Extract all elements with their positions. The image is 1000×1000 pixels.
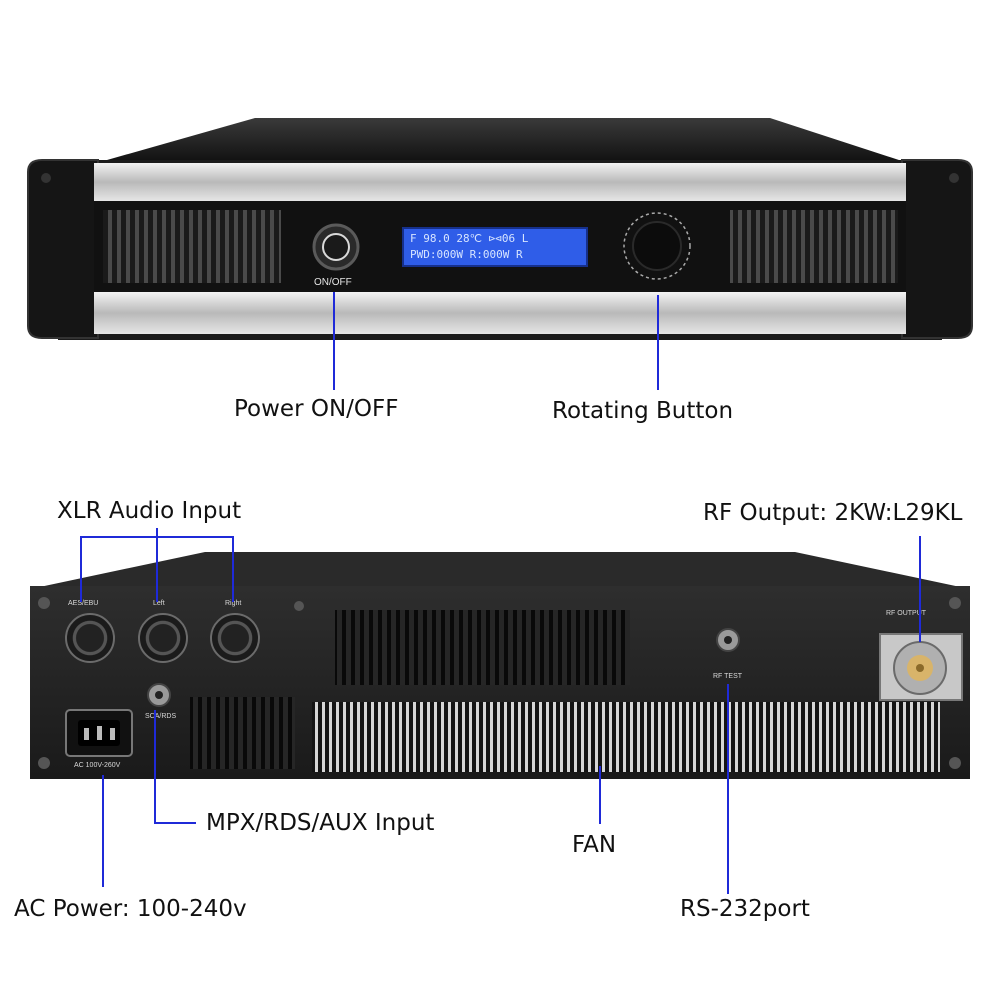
xlr-callout: XLR Audio Input (57, 498, 242, 524)
xlr-right-connector (210, 613, 260, 663)
sca-rds-label: SCA/RDS (145, 713, 177, 720)
fan-callout: FAN (572, 832, 617, 858)
mpx-callout: MPX/RDS/AUX Input (206, 810, 435, 836)
front-panel: F 98.0 28℃ ⊳⊲06 L PWD:000W R:000W R ON/O… (0, 0, 1000, 470)
right-label: Right (225, 600, 242, 607)
aes-ebu-label: AES/EBU (68, 600, 99, 607)
power-callout-line (333, 292, 335, 390)
mpx-callout-hline (154, 822, 196, 824)
rotating-callout: Rotating Button (552, 398, 734, 424)
rf-output-callout: RF Output: 2KW:L29KL (703, 500, 963, 526)
xlr-aes-ebu-connector (65, 613, 115, 663)
lcd-display: F 98.0 28℃ ⊳⊲06 L PWD:000W R:000W R (402, 227, 588, 267)
rear-panel: AES/EBU Left Right SCA/RDS AC 100V-260V … (0, 470, 1000, 1000)
xlr-left-connector (138, 613, 188, 663)
mpx-callout-line (154, 710, 156, 824)
rf-output-callout-line (919, 536, 921, 642)
power-callout: Power ON/OFF (234, 396, 399, 422)
power-button-label: ON/OFF (314, 277, 352, 288)
ac-label: AC 100V-260V (74, 762, 121, 769)
ac-power-callout: AC Power: 100-240v (14, 896, 247, 922)
xlr-callout-line-1 (80, 536, 82, 602)
fan-callout-line (599, 766, 601, 824)
rs232-callout: RS-232port (680, 896, 810, 922)
xlr-callout-line-2 (156, 528, 158, 602)
ac-callout-line (102, 775, 104, 887)
rotating-callout-line (657, 295, 659, 390)
rear-panel-illustration (30, 552, 970, 779)
xlr-callout-line-3 (232, 536, 234, 602)
lcd-line-1: F 98.0 28℃ ⊳⊲06 L (410, 232, 529, 245)
rf-output-label: RF OUTPUT (886, 610, 927, 617)
rs232-callout-line (727, 684, 729, 894)
rf-test-label: RF TEST (713, 673, 743, 680)
front-panel-illustration (27, 118, 973, 340)
left-label: Left (153, 600, 165, 607)
lcd-line-2: PWD:000W R:000W R (410, 248, 523, 261)
